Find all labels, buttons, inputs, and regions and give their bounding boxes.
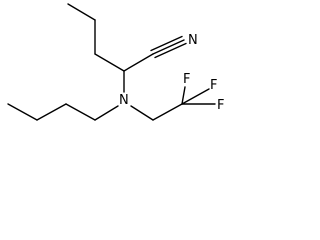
- bond-n-ch2: [130, 105, 154, 121]
- bond-butyl-4: [7, 103, 38, 121]
- bond-propyl-3: [94, 53, 125, 72]
- chemical-structure-diagram: N N F F F: [7, 3, 224, 121]
- bond-cf-top-right: [181, 88, 210, 105]
- bond-cf-top-left: [181, 86, 186, 105]
- triple-bond: [150, 35, 187, 59]
- fluorine-right-label: F: [217, 98, 224, 113]
- bond-butyl-1: [94, 105, 119, 121]
- bond-butyl-3: [36, 103, 67, 121]
- nitrile-nitrogen-label: N: [188, 33, 198, 48]
- bond-propyl-1: [67, 3, 96, 21]
- amine-nitrogen-label: N: [119, 93, 129, 108]
- bond-ch2-cf3: [152, 103, 183, 121]
- bond-butyl-2: [65, 103, 96, 121]
- fluorine-top-left-label: F: [183, 72, 190, 87]
- fluorine-top-right-label: F: [210, 78, 217, 93]
- bond-ch-cn: [123, 53, 154, 72]
